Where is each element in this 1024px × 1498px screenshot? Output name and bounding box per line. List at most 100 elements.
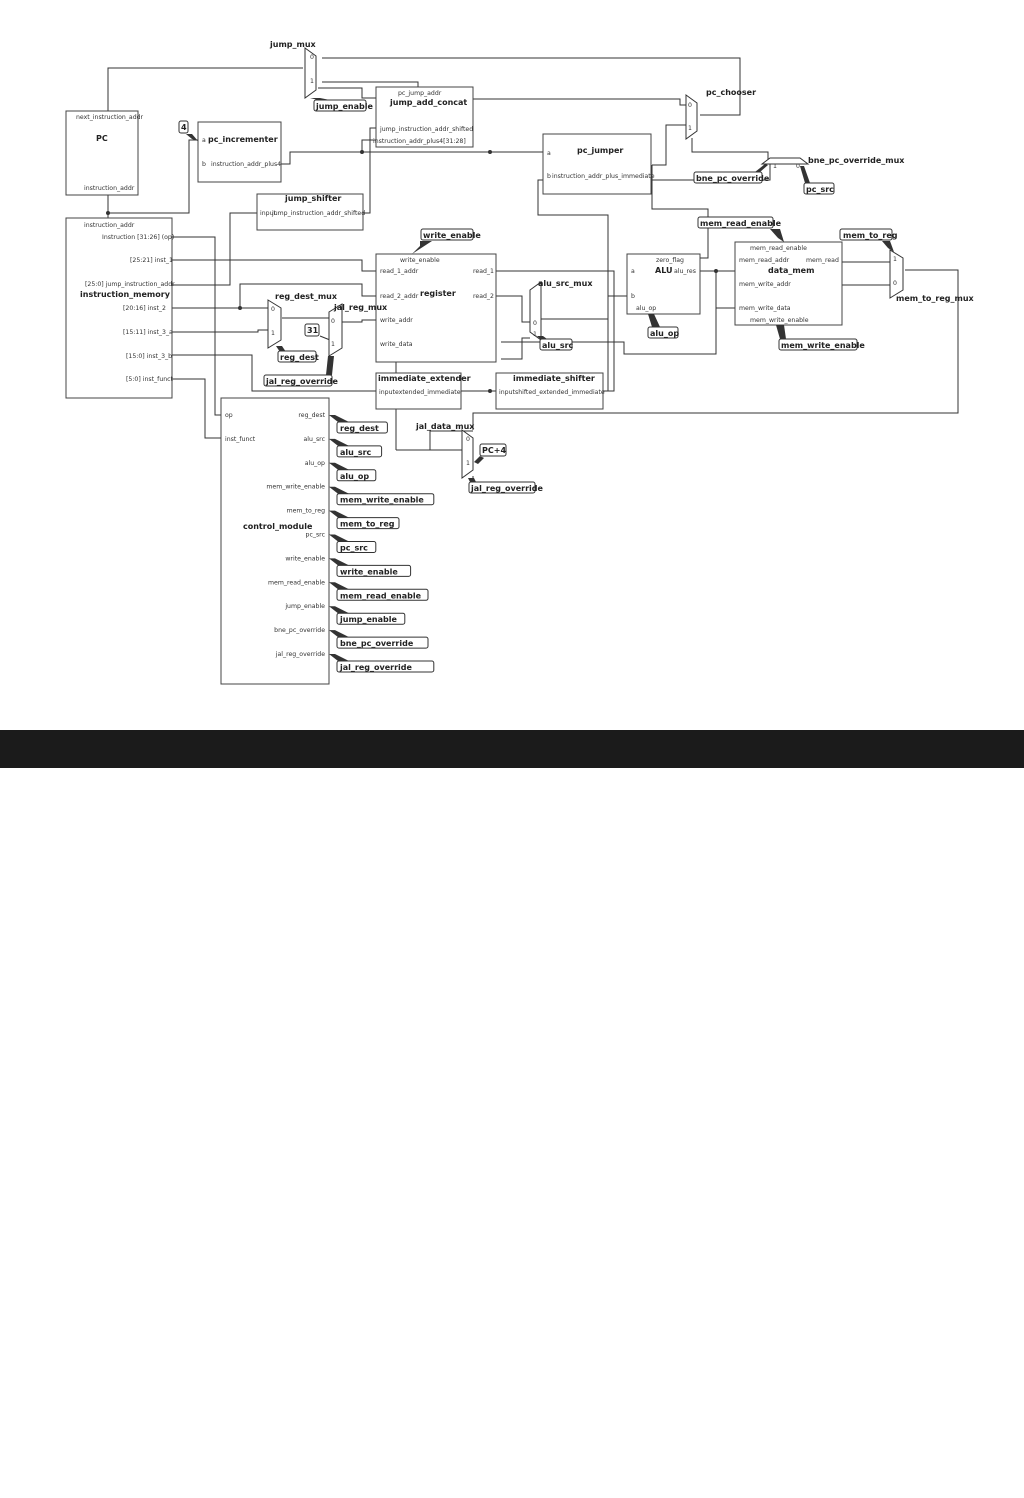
signal-label-mem-write-enable: mem_write_enable [776,325,865,351]
ctrl-output-signal-jump-enable: jump_enable [339,615,397,624]
signal-label-jump-enable: jump_enable [310,98,373,112]
signal-label-mem-to-reg: mem_to_reg [839,228,898,252]
wires [107,57,959,481]
bne-pc-override-mux: bne_pc_override_mux 1 0 [760,156,905,170]
footer-bar: CIRCUIT LAB dbishop / Lab3 CPU Architect… [0,730,1024,1498]
reg-dest-mux: reg_dest_mux 0 1 [267,292,338,349]
reg-dest-mux-label: reg_dest_mux [275,292,338,301]
pc-chooser-label: pc_chooser [706,88,756,97]
signal-mem-read-enable-text: mem_read_enable [700,219,782,228]
signal-label-jal-reg-override-bottom: jal_reg_override [468,478,543,494]
signal-label-reg-dest: reg_dest [276,346,319,363]
ctrl-output-mem-read-enable: mem_read_enable [268,579,325,586]
jal-data-mux: jal_data_mux 0 1 [415,422,475,479]
logo-lab: LAB [130,1482,159,1498]
signal-alu-src-text: alu_src [542,341,574,350]
imm-shift-in: input [499,389,515,396]
const-4-text: 4 [181,123,187,132]
signal-label-jal-reg-override-top: jal_reg_override [263,356,338,387]
register-write-enable: write_enable [400,257,440,264]
signal-alu-op-text: alu_op [650,329,679,338]
jal-data-mux-label: jal_data_mux [415,422,475,431]
signal-mem-to-reg-text: mem_to_reg [843,231,898,240]
jump-shifter-out: jump_instruction_addr_shifted [271,210,365,217]
signal-mem-write-enable-text: mem_write_enable [781,341,865,350]
pc-jumper-b: b [547,173,551,180]
mem-to-reg-mux: mem_to_reg_mux 1 0 [889,249,975,303]
ctrl-output-signal-reg-dest: reg_dest [340,424,379,433]
jal-reg-mux: jal_reg_mux 0 1 [328,303,388,357]
pc-incrementer-title: pc_incrementer [208,135,278,144]
ctrl-output-label-box [336,564,412,577]
ctrl-output-signal-mem-read-enable: mem_read_enable [340,591,422,600]
register-write-data: write_data [380,341,413,348]
imm-ext-title: immediate_extender [378,374,471,383]
title-separator: / [270,1461,284,1478]
ctrl-output-label-box [336,517,400,530]
ctrl-output-flag [329,654,349,661]
pc-chooser-sel1: 1 [688,125,692,132]
dmem-write-data: mem_write_data [739,305,791,312]
ctrl-output-label-box [336,612,406,625]
bne-mux-sel1: 1 [773,163,777,170]
jal-data-mux-sel1: 1 [466,460,470,467]
alu-op: alu_op [636,305,656,312]
imem-inst3a: [15:11] inst_3_a [123,329,173,336]
imm-ext-out: extended_immediate [395,389,461,396]
imm-ext-in: input [379,389,395,396]
imem-inst3b: [15:0] inst_3_b [126,353,172,360]
ctrl-output-mem-to-reg: mem_to_reg [287,508,325,515]
alu-a: a [631,268,635,275]
alu-src-mux: alu_src_mux 0 1 [529,279,593,341]
owner-link[interactable]: dbishop [218,1461,271,1478]
jump-add-concat-in1: jump_instruction_addr_shifted [379,126,473,133]
jal-data-mux-sel0: 0 [466,436,470,443]
imem-funct: [5:0] inst_funct [126,376,174,383]
bne-mux-sel0: 0 [796,163,800,170]
jal-reg-mux-label: jal_reg_mux [333,303,388,312]
signal-pc-plus4-text: PC+4 [482,446,506,455]
ctrl-output-reg-dest: reg_dest [298,412,325,419]
ctrl-inst-funct: inst_funct [225,436,256,443]
immediate-shifter-block: immediate_shifter input shifted_extended… [495,372,605,410]
instruction-memory-block: instruction_addr Instruction [31:26] (op… [65,217,175,399]
signal-label-const-4: 4 [178,120,198,141]
pc-chooser-sel0: 0 [688,102,692,109]
alu-zero-flag: zero_flag [656,257,684,264]
imm-shift-title: immediate_shifter [513,374,595,383]
ctrl-output-signal-pc-src: pc_src [340,544,368,553]
dmem-read-enable: mem_read_enable [750,245,807,252]
ctrl-output-flag [329,630,349,638]
cpu-schematic: next_instruction_addr PC instruction_add… [65,40,975,685]
dmem-write-addr: mem_write_addr [739,281,791,288]
jump-shifter-title: jump_shifter [284,194,341,203]
signal-jal-reg-override-text: jal_reg_override [265,377,338,386]
ctrl-output-label-box [336,493,435,506]
register-read1-addr: read_1_addr [380,268,419,275]
signal-bne-pc-override-text: bne_pc_override [696,174,770,183]
imem-op: Instruction [31:26] (op) [102,234,174,241]
ctrl-output-list: reg_destreg_destalu_srcalu_srcalu_opalu_… [266,412,435,673]
bne-mux-label: bne_pc_override_mux [808,156,905,165]
ctrl-output-signal-mem-to-reg: mem_to_reg [340,520,395,529]
jump-mux: jump_mux 0 1 [269,40,317,99]
pc-chooser-mux: pc_chooser 0 1 [685,88,756,140]
jump-mux-sel0: 0 [310,54,314,61]
ctrl-output-signal-write-enable: write_enable [340,567,398,576]
signal-label-mem-read-enable: mem_read_enable [697,216,784,242]
ctrl-output-label-box [336,636,429,649]
pc-jumper-out: instruction_addr_plus_immediate [552,173,655,180]
jal-reg-mux-sel1: 1 [331,341,335,348]
jump-shifter-in: input [260,210,276,217]
pc-addr-label: instruction_addr [84,185,135,192]
ctrl-output-label-box [336,541,377,553]
mem-to-reg-mux-sel0: 0 [893,280,897,287]
project-url-link[interactable]: http://circuitlab.com/ck57948 [218,1479,409,1496]
register-block: write_enable read_1_addr read_1 register… [375,253,497,363]
signal-label-pc-plus4: PC+4 [474,443,507,464]
signal-label-bne-pc-override: bne_pc_override [693,164,770,184]
signal-pc-src-text: pc_src [806,185,834,194]
const-31-text: 31 [307,326,319,335]
ctrl-output-flag [329,486,349,494]
register-read2-addr: read_2_addr [380,293,419,300]
